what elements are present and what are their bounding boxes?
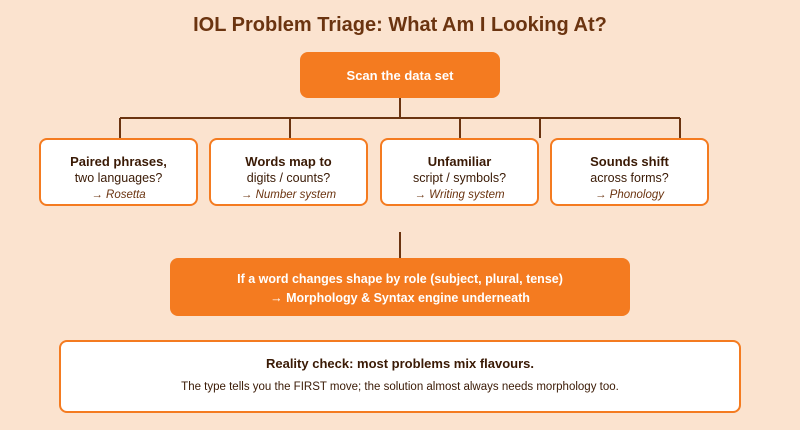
branch-question-line2: digits / counts?	[246, 171, 331, 185]
engine-result: → Morphology & Syntax engine underneath	[270, 291, 530, 305]
branch-type-label: → Number system	[240, 189, 337, 201]
branch-question-line1: Sounds shift	[590, 154, 669, 169]
branch-type-label: → Rosetta	[91, 189, 146, 201]
diagram-title: IOL Problem Triage: What Am I Looking At…	[193, 14, 607, 36]
branch-type-label: → Phonology	[594, 189, 665, 201]
engine-condition: If a word changes shape by role (subject…	[237, 272, 563, 286]
branch-card-phonology: Sounds shift across forms? → Phonology	[550, 138, 709, 206]
reality-check-box: Reality check: most problems mix flavour…	[59, 340, 741, 413]
branch-question-line2: across forms?	[590, 171, 669, 185]
branch-card-writing-system: Unfamiliar script / symbols? → Writing s…	[380, 138, 539, 206]
branch-card-number-system: Words map to digits / counts? → Number s…	[209, 138, 368, 206]
root-node-scan: Scan the data set	[300, 52, 500, 98]
branch-question-line2: script / symbols?	[412, 171, 507, 185]
morphology-engine-box: If a word changes shape by role (subject…	[170, 258, 630, 316]
branch-question-line2: two languages?	[74, 171, 163, 185]
branch-question-line1: Words map to	[245, 154, 332, 169]
reality-check-heading: Reality check: most problems mix flavour…	[265, 356, 535, 371]
branch-question-line1: Unfamiliar	[427, 154, 492, 169]
reality-check-body: The type tells you the FIRST move; the s…	[181, 381, 619, 393]
branch-card-rosetta: Paired phrases, two languages? → Rosetta	[39, 138, 198, 206]
branch-question-line1: Paired phrases,	[70, 154, 167, 169]
branch-type-label: → Writing system	[414, 189, 505, 201]
